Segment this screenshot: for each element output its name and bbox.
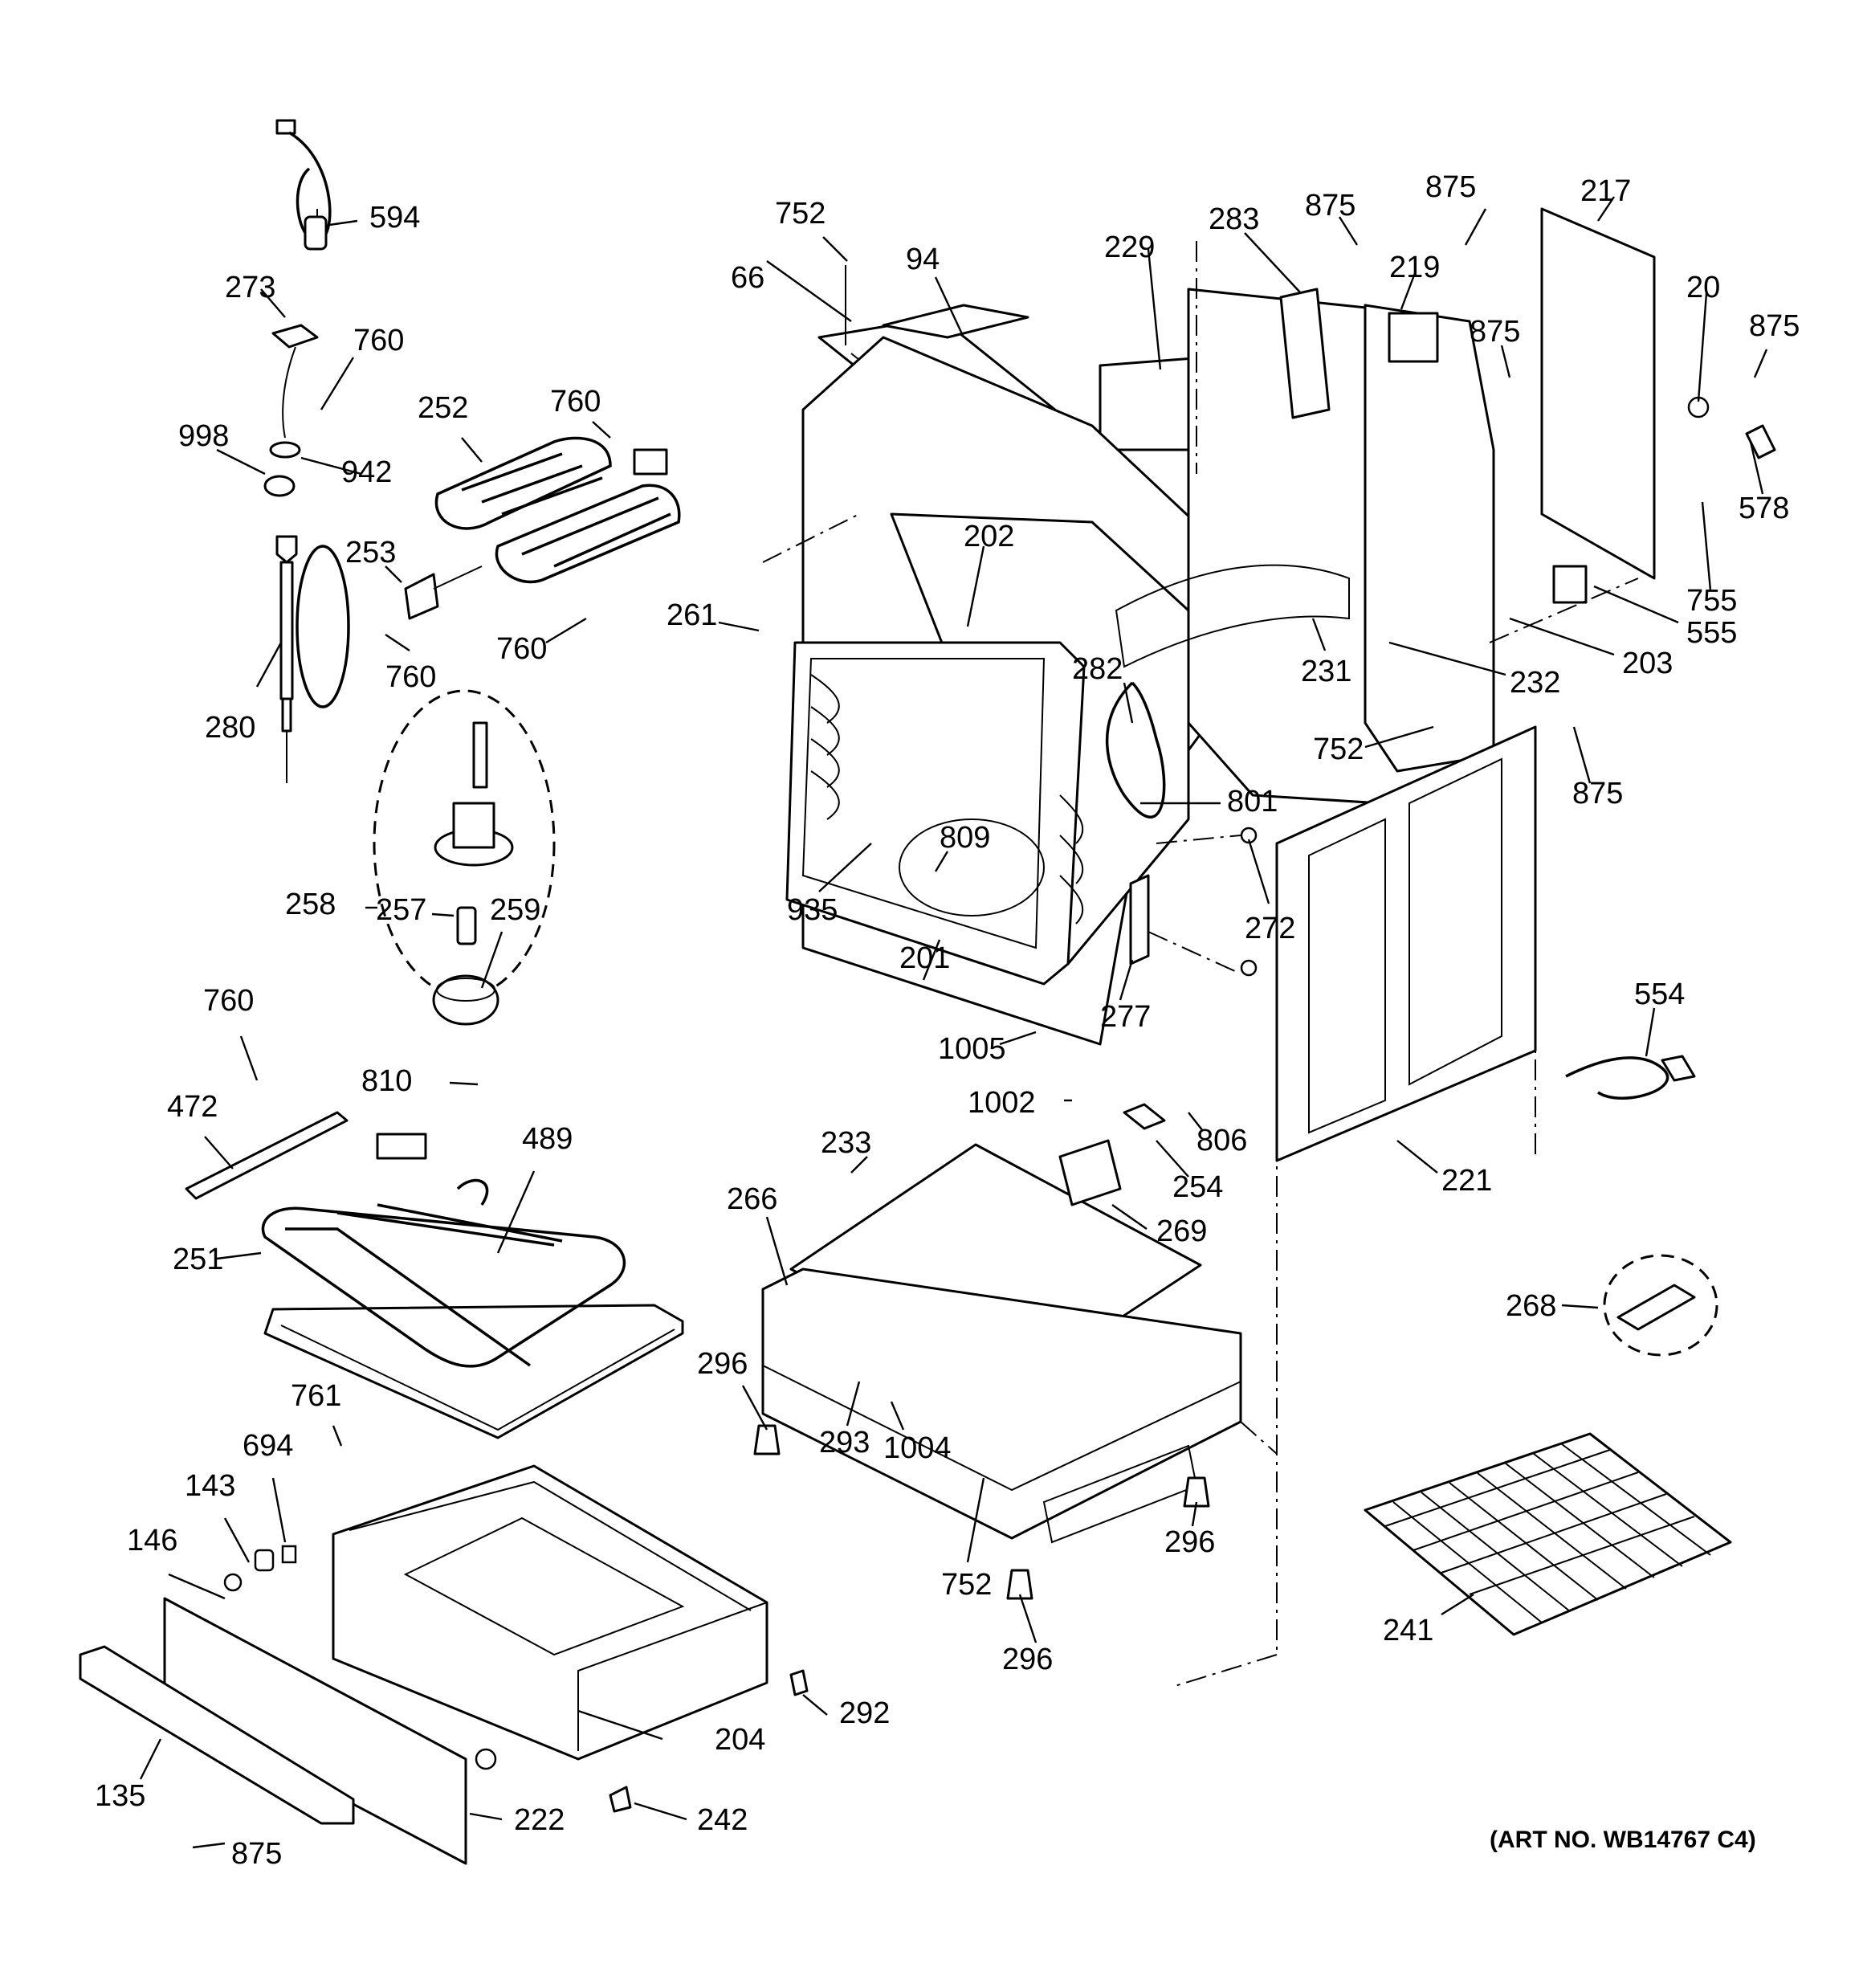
callout-760: 760: [385, 660, 436, 694]
callout-259: 259: [490, 893, 540, 927]
drawer-front-and-handle-drawing: [79, 1545, 497, 1865]
callout-146: 146: [127, 1524, 177, 1557]
callout-998: 998: [178, 419, 229, 453]
callout-1002: 1002: [968, 1086, 1036, 1120]
callout-252: 252: [418, 391, 468, 425]
callout-leaders: [139, 196, 1768, 1849]
callout-221: 221: [1441, 1164, 1492, 1198]
oven-cavity-201-drawing: [785, 336, 1222, 1046]
convection-fan-assembly-drawing: [373, 689, 556, 1026]
callout-752: 752: [941, 1568, 992, 1602]
callout-296: 296: [1002, 1643, 1053, 1676]
callout-201: 201: [899, 941, 950, 975]
callout-242: 242: [697, 1803, 748, 1837]
sensor-probe-assembly-drawing: [263, 324, 350, 783]
callout-806: 806: [1196, 1124, 1247, 1157]
callout-293: 293: [819, 1426, 870, 1459]
callout-554: 554: [1634, 978, 1685, 1011]
callout-217: 217: [1580, 174, 1631, 208]
callout-241: 241: [1383, 1614, 1433, 1647]
callout-143: 143: [185, 1469, 235, 1503]
wiring-and-grommets-drawing: [1106, 681, 1258, 977]
callout-266: 266: [727, 1182, 777, 1216]
base-frame-266-drawing: [761, 1143, 1242, 1544]
storage-drawer-204-drawing: [332, 1464, 809, 1813]
bracket-253-drawing: [404, 565, 483, 620]
callout-875: 875: [1425, 170, 1476, 204]
callout-875: 875: [1305, 189, 1355, 222]
callout-20: 20: [1686, 271, 1720, 304]
callout-875: 875: [1470, 315, 1520, 349]
callout-253: 253: [345, 536, 396, 569]
callout-273: 273: [225, 271, 275, 304]
callout-1004: 1004: [883, 1431, 952, 1465]
callout-257: 257: [376, 893, 426, 927]
callout-752: 752: [1313, 733, 1364, 766]
callout-229: 229: [1104, 231, 1155, 264]
callout-233: 233: [821, 1126, 871, 1160]
callout-219: 219: [1389, 251, 1440, 284]
callout-277: 277: [1100, 1000, 1151, 1034]
callout-935: 935: [787, 893, 838, 927]
callout-204: 204: [715, 1723, 765, 1757]
callout-296: 296: [697, 1347, 748, 1381]
power-cord-554-drawing: [1565, 1055, 1696, 1100]
wire-harness-594-drawing: [275, 119, 332, 251]
leveling-legs-drawing: [753, 1424, 1210, 1600]
callout-251: 251: [173, 1243, 223, 1276]
callout-694: 694: [243, 1429, 293, 1463]
callout-135: 135: [95, 1779, 145, 1813]
callout-809: 809: [940, 821, 990, 855]
callout-1005: 1005: [938, 1032, 1006, 1066]
callout-222: 222: [514, 1803, 565, 1837]
callout-760: 760: [496, 632, 547, 666]
hinge-detail-268-drawing: [1603, 1254, 1718, 1357]
callout-801: 801: [1227, 785, 1278, 818]
callout-268: 268: [1506, 1289, 1556, 1323]
callout-555: 555: [1686, 616, 1737, 650]
callout-942: 942: [341, 455, 392, 489]
callout-760: 760: [353, 324, 404, 357]
callout-292: 292: [839, 1696, 890, 1730]
callout-231: 231: [1301, 655, 1351, 688]
callout-755: 755: [1686, 584, 1737, 618]
callout-472: 472: [167, 1090, 218, 1124]
callout-810: 810: [361, 1064, 412, 1098]
callout-269: 269: [1156, 1214, 1207, 1248]
rear-panel-assembly-drawing: [1115, 207, 1656, 805]
callout-258: 258: [285, 888, 336, 921]
oven-rack-241-drawing: [1364, 1432, 1732, 1636]
callout-761: 761: [291, 1379, 341, 1413]
callout-752: 752: [775, 197, 826, 231]
callout-875: 875: [231, 1837, 282, 1871]
callout-283: 283: [1209, 202, 1259, 236]
art-number: (ART NO. WB14767 C4): [1490, 1827, 1756, 1853]
callout-296: 296: [1164, 1525, 1215, 1559]
callout-203: 203: [1622, 647, 1673, 680]
callout-94: 94: [906, 243, 940, 276]
callout-labels: 594 273 760 998 942 280 252 760 253 760 …: [95, 170, 1800, 1871]
callout-261: 261: [667, 598, 717, 632]
callout-875: 875: [1749, 309, 1800, 343]
callout-760: 760: [203, 984, 254, 1018]
terminal-block-and-fuse-drawing: [1552, 396, 1776, 604]
callout-202: 202: [964, 520, 1014, 553]
assembly-lines: [762, 241, 1639, 1688]
callout-875: 875: [1572, 777, 1623, 810]
callout-280: 280: [205, 711, 255, 745]
callout-254: 254: [1172, 1170, 1223, 1204]
callout-272: 272: [1245, 912, 1295, 945]
callout-760: 760: [550, 385, 601, 418]
callout-489: 489: [522, 1122, 573, 1156]
callout-578: 578: [1739, 492, 1789, 525]
callout-282: 282: [1072, 652, 1123, 686]
bake-element-assembly-drawing: [185, 1111, 684, 1439]
switch-and-bracket-drawing: [1058, 1103, 1166, 1206]
broil-element-252-drawing: [434, 436, 681, 584]
callout-66: 66: [731, 261, 764, 295]
callout-232: 232: [1510, 666, 1560, 700]
callout-594: 594: [369, 201, 420, 235]
